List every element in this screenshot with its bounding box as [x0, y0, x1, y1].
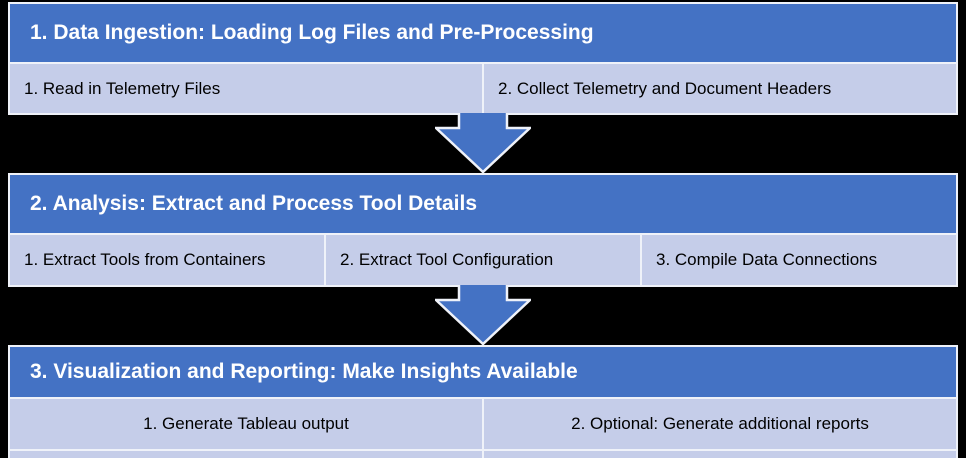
stage-section-data-ingestion: 1. Data Ingestion: Loading Log Files and… [8, 2, 958, 115]
step-cell-generate-tableau: 1. Generate Tableau output [10, 399, 482, 449]
truncated-row [10, 451, 956, 458]
stage-title-data-ingestion: 1. Data Ingestion: Loading Log Files and… [10, 4, 956, 62]
step-cell-collect-headers: 2. Collect Telemetry and Document Header… [484, 64, 956, 113]
step-cell-extract-tools: 1. Extract Tools from Containers [10, 235, 324, 285]
stage-steps-row: 1. Extract Tools from Containers 2. Extr… [10, 235, 956, 285]
down-arrow-icon [435, 285, 531, 345]
stage-steps-row: 1. Read in Telemetry Files 2. Collect Te… [10, 64, 956, 113]
stage-title-visualization: 3. Visualization and Reporting: Make Ins… [10, 347, 956, 397]
stage-title-analysis: 2. Analysis: Extract and Process Tool De… [10, 175, 956, 233]
step-cell-compile-connections: 3. Compile Data Connections [642, 235, 956, 285]
step-cell-extract-config: 2. Extract Tool Configuration [326, 235, 640, 285]
step-cell-generate-reports: 2. Optional: Generate additional reports [484, 399, 956, 449]
down-arrow-icon [435, 113, 531, 173]
step-cell-read-telemetry: 1. Read in Telemetry Files [10, 64, 482, 113]
stage-section-visualization: 3. Visualization and Reporting: Make Ins… [8, 345, 958, 458]
stage-section-analysis: 2. Analysis: Extract and Process Tool De… [8, 173, 958, 287]
truncated-cell [10, 451, 482, 458]
stage-steps-row: 1. Generate Tableau output 2. Optional: … [10, 399, 956, 449]
truncated-cell [484, 451, 956, 458]
